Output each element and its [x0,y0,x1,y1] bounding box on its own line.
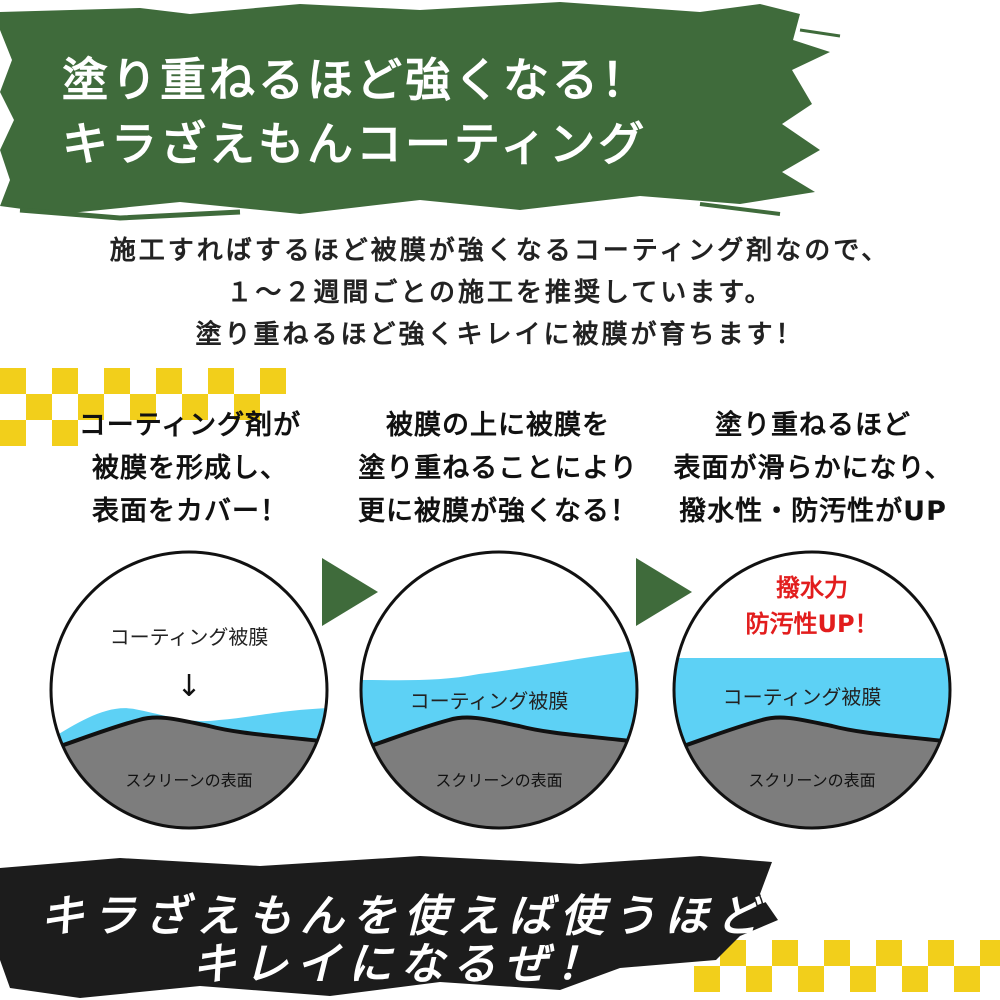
step-2-diagram: コーティング被膜 スクリーンの表面 [359,550,639,830]
step-1-caption: コーティング剤が 被膜を形成し、 表面をカバー！ [40,404,340,533]
intro-line-2: １～２週間ごとの施工を推奨しています。 [226,278,774,308]
step-3-caption: 塗り重ねるほど 表面が滑らかになり、 撥水性・防汚性がUP [663,404,963,533]
step-1-caption-line-2: 被膜を形成し、 [92,453,288,484]
checker-pattern-left [0,368,286,446]
banner-title-line-2: キラざえもんコーティング [62,117,648,171]
intro-line-3: 塗り重ねるほど強くキレイに被膜が育ちます！ [195,320,805,350]
coating-film-layer [674,658,950,750]
footer-line-1: キラざえもんを使えば使うほど [40,891,768,942]
intro-line-1: 施工すればするほど被膜が強くなるコーティング剤なので、 [109,236,891,266]
footer-line-2: キレイになるぜ！ [192,939,608,990]
triangle-right-icon [636,558,692,626]
step-2-caption-line-3: 更に被膜が強くなる！ [358,496,638,527]
screen-surface-layer [361,717,637,828]
footer-banner [0,856,778,998]
header-banner [0,2,841,221]
step-2-caption-line-2: 塗り重ねることにより [358,453,638,484]
step-1-caption-line-3: 表面をカバー！ [92,496,288,527]
boost-label-line-1: 撥水力 [776,574,848,602]
triangle-right-icon [322,558,378,626]
step-2-caption: 被膜の上に被膜を 塗り重ねることにより 更に被膜が強くなる！ [348,404,648,533]
screen-label: スクリーンの表面 [125,771,252,790]
step-2-caption-line-1: 被膜の上に被膜を [386,410,610,441]
screen-label: スクリーンの表面 [435,771,562,790]
checker-pattern-right [694,940,1000,992]
coating-film-layer [51,708,327,750]
step-3-caption-line-3: 撥水性・防汚性がUP [679,496,947,527]
boost-label-line-2: 防汚性UP！ [745,610,878,638]
step-3-diagram: 撥水力 防汚性UP！ コーティング被膜 スクリーンの表面 [672,550,952,830]
film-label: コーティング被膜 [410,689,569,713]
step-3-caption-line-1: 塗り重ねるほど [715,410,911,441]
down-arrow-icon: ↓ [176,669,201,704]
film-label: コーティング被膜 [723,685,882,709]
screen-surface-layer [674,717,950,828]
banner-title-line-1: 塗り重ねるほど強くなる！ [62,53,650,107]
film-label: コーティング被膜 [110,625,269,649]
screen-label: スクリーンの表面 [748,771,875,790]
step-3-caption-line-2: 表面が滑らかになり、 [673,453,953,484]
step-1-diagram: コーティング被膜 ↓ スクリーンの表面 [49,550,329,830]
step-1-caption-line-1: コーティング剤が [78,410,302,441]
screen-surface-layer [51,717,327,828]
